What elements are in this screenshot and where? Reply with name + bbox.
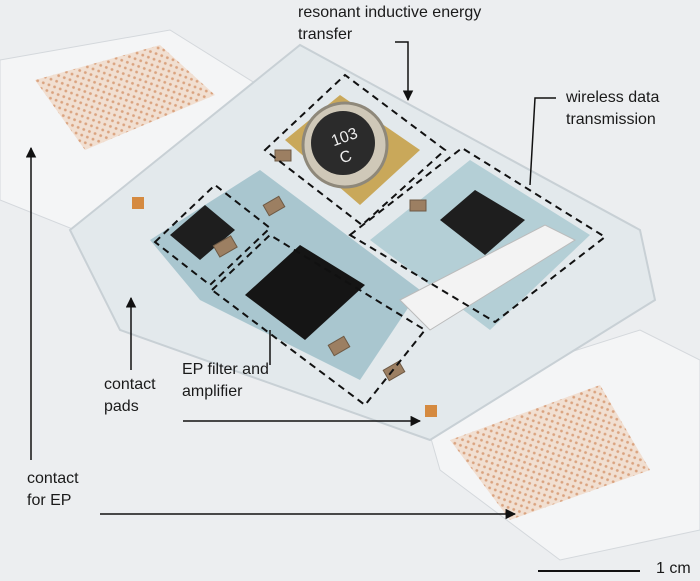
energy-transfer-box bbox=[263, 73, 447, 227]
label-contact-ep: contact for EP bbox=[27, 468, 79, 512]
label-line: contact bbox=[27, 470, 79, 487]
label-line: pads bbox=[104, 398, 139, 415]
label-line: EP filter and bbox=[182, 361, 269, 378]
label-line: transfer bbox=[298, 26, 353, 43]
contact-pad-left bbox=[132, 197, 144, 209]
wireless-box bbox=[348, 146, 607, 324]
label-line: wireless data bbox=[566, 89, 660, 106]
wireless-leader bbox=[529, 97, 556, 186]
svg-text:C: C bbox=[338, 147, 355, 167]
passive-components bbox=[212, 149, 427, 382]
label-ep-filter: EP filter and amplifier bbox=[182, 359, 269, 403]
label-wireless: wireless data transmission bbox=[566, 87, 659, 131]
right-electrode-mesh bbox=[450, 385, 650, 520]
label-line: contact bbox=[104, 376, 156, 393]
small-chip-box bbox=[153, 183, 272, 287]
scale-label: 1 cm bbox=[656, 560, 691, 577]
label-energy-transfer: resonant inductive energy transfer bbox=[298, 2, 481, 46]
label-contact-pads: contact pads bbox=[104, 374, 156, 418]
contact-pad-right bbox=[425, 405, 437, 417]
label-line: transmission bbox=[566, 111, 656, 128]
label-line: resonant inductive energy bbox=[298, 4, 482, 21]
antenna bbox=[399, 224, 577, 331]
amplifier-chip bbox=[245, 245, 365, 340]
label-line: for EP bbox=[27, 492, 72, 509]
energy-transfer-arrow bbox=[395, 41, 414, 102]
label-line: amplifier bbox=[182, 383, 243, 400]
transceiver-chip bbox=[440, 190, 525, 255]
left-electrode-mesh bbox=[35, 45, 215, 150]
small-chip bbox=[170, 205, 235, 260]
ep-filter-box bbox=[210, 233, 427, 407]
